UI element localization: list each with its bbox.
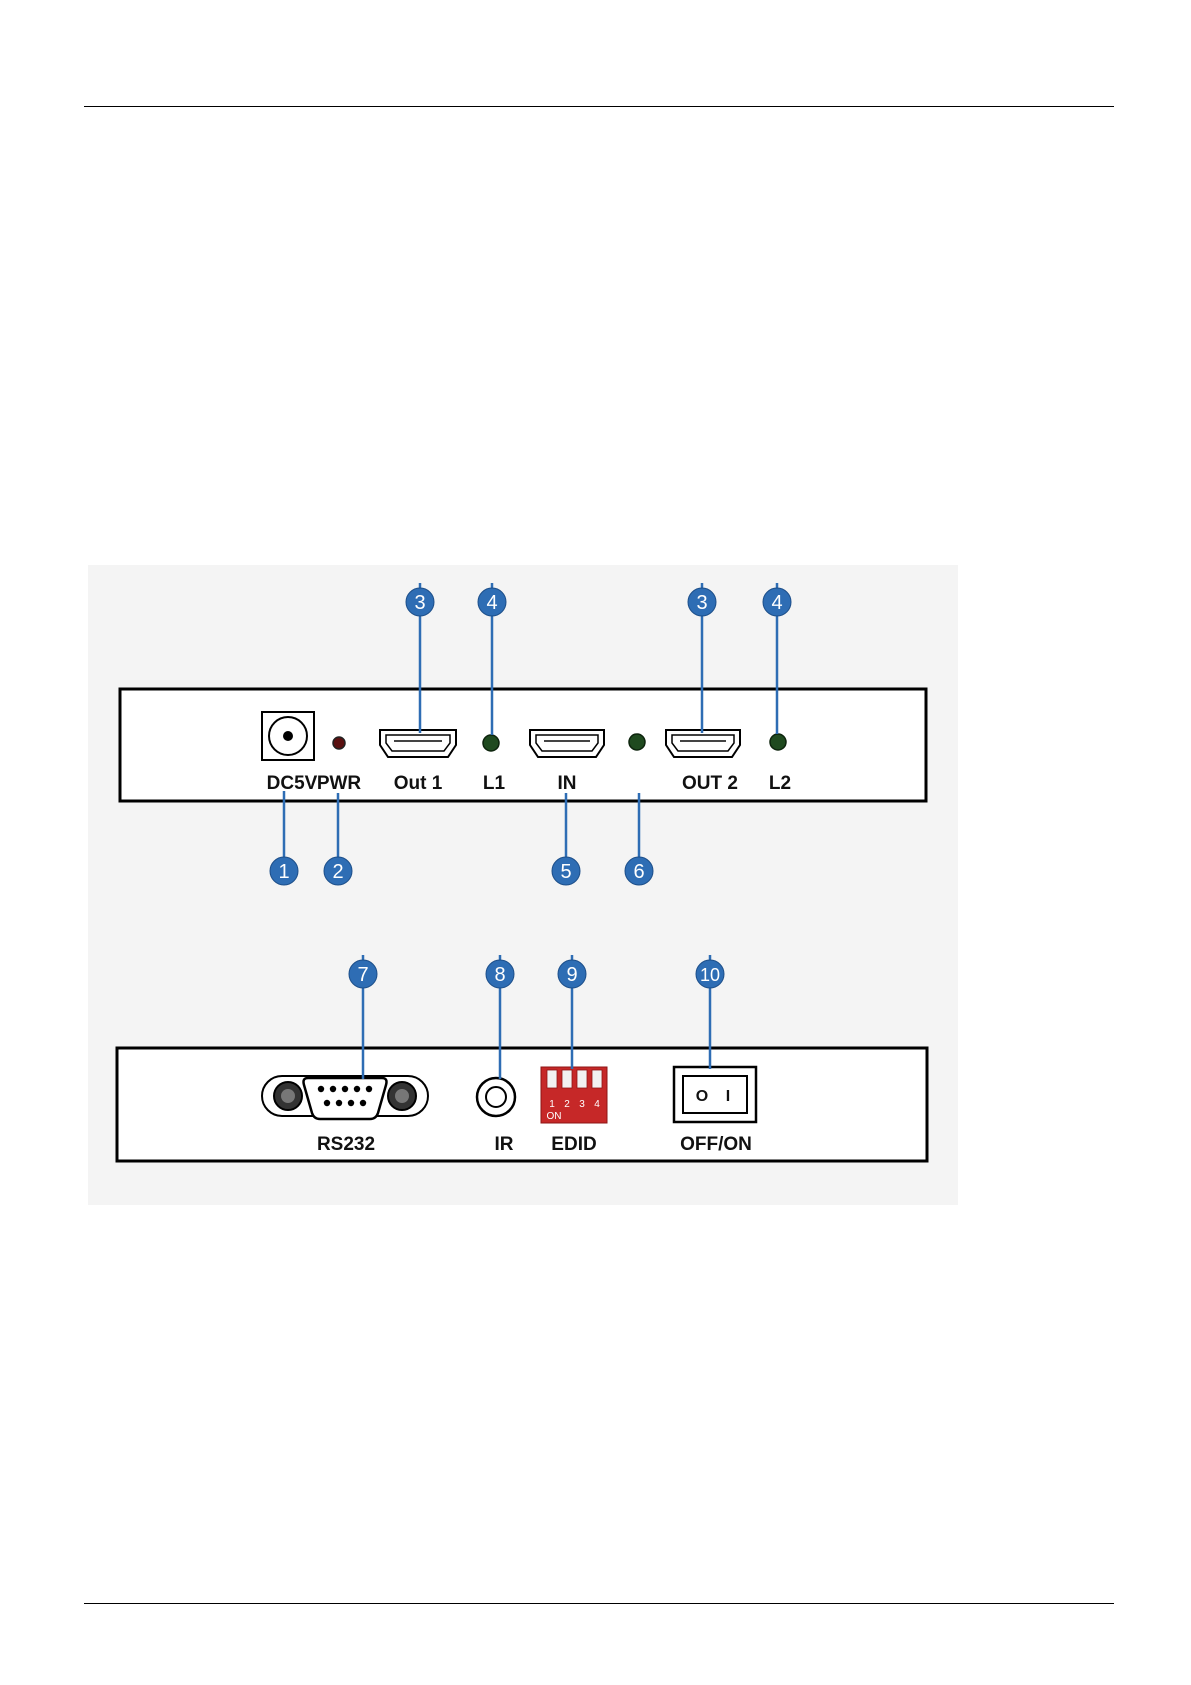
edid-dip-switch: 1 2 3 4 ON [541, 1067, 607, 1123]
svg-text:2: 2 [332, 861, 343, 883]
svg-text:3: 3 [414, 592, 425, 614]
callout-4-l2: 4 [763, 588, 791, 616]
pwr-led [333, 737, 345, 749]
svg-text:I: I [726, 1088, 730, 1105]
svg-text:6: 6 [633, 861, 644, 883]
label-pwr: PWR [317, 773, 362, 794]
svg-text:9: 9 [566, 964, 577, 986]
callout-7-rs232: 7 [349, 960, 377, 988]
ir-jack [477, 1078, 515, 1116]
label-ir: IR [495, 1134, 514, 1155]
callout-6-led: 6 [625, 857, 653, 885]
hdmi-in-port [530, 730, 604, 757]
callout-9-edid: 9 [558, 960, 586, 988]
callout-10-offon: 10 [696, 960, 724, 988]
svg-text:3: 3 [579, 1099, 585, 1110]
l1-led [483, 735, 499, 751]
hdmi-out1-port [380, 730, 456, 757]
svg-text:3: 3 [696, 592, 707, 614]
callout-4-l1: 4 [478, 588, 506, 616]
power-rocker-switch: O I [674, 1067, 756, 1122]
label-in: IN [558, 773, 577, 794]
rs232-connector [262, 1076, 428, 1119]
header-rule [84, 106, 1114, 107]
label-l2: L2 [769, 773, 791, 794]
svg-text:4: 4 [486, 592, 497, 614]
svg-text:7: 7 [357, 964, 368, 986]
svg-text:8: 8 [494, 964, 505, 986]
svg-text:2: 2 [564, 1099, 570, 1110]
svg-text:O: O [696, 1088, 708, 1105]
label-dc5v: DC5V [267, 773, 318, 794]
label-rs232: RS232 [317, 1134, 375, 1155]
label-l1: L1 [483, 773, 506, 794]
hdmi-out2-port [666, 730, 740, 757]
dip-on-label: ON [547, 1111, 562, 1122]
in-led [629, 734, 645, 750]
label-edid: EDID [551, 1134, 596, 1155]
svg-text:4: 4 [594, 1099, 600, 1110]
label-out1: Out 1 [394, 773, 443, 794]
svg-text:10: 10 [700, 965, 720, 985]
callout-1-dc5v: 1 [270, 857, 298, 885]
panel-diagram: DC5V PWR Out 1 L1 IN OUT 2 L2 3 4 3 4 [88, 565, 958, 1205]
l2-led [770, 734, 786, 750]
label-offon: OFF/ON [680, 1134, 752, 1155]
callout-3-out2: 3 [688, 588, 716, 616]
svg-text:1: 1 [549, 1099, 555, 1110]
svg-text:1: 1 [278, 861, 289, 883]
callout-5-in: 5 [552, 857, 580, 885]
label-out2: OUT 2 [682, 773, 738, 794]
svg-text:5: 5 [560, 861, 571, 883]
svg-text:4: 4 [771, 592, 782, 614]
rear-panel-body [117, 1048, 927, 1161]
footer-rule [84, 1603, 1114, 1604]
front-panel-body [120, 689, 926, 801]
callout-8-ir: 8 [486, 960, 514, 988]
callout-2-pwr: 2 [324, 857, 352, 885]
dc5v-jack [262, 712, 314, 760]
callout-3-out1: 3 [406, 588, 434, 616]
